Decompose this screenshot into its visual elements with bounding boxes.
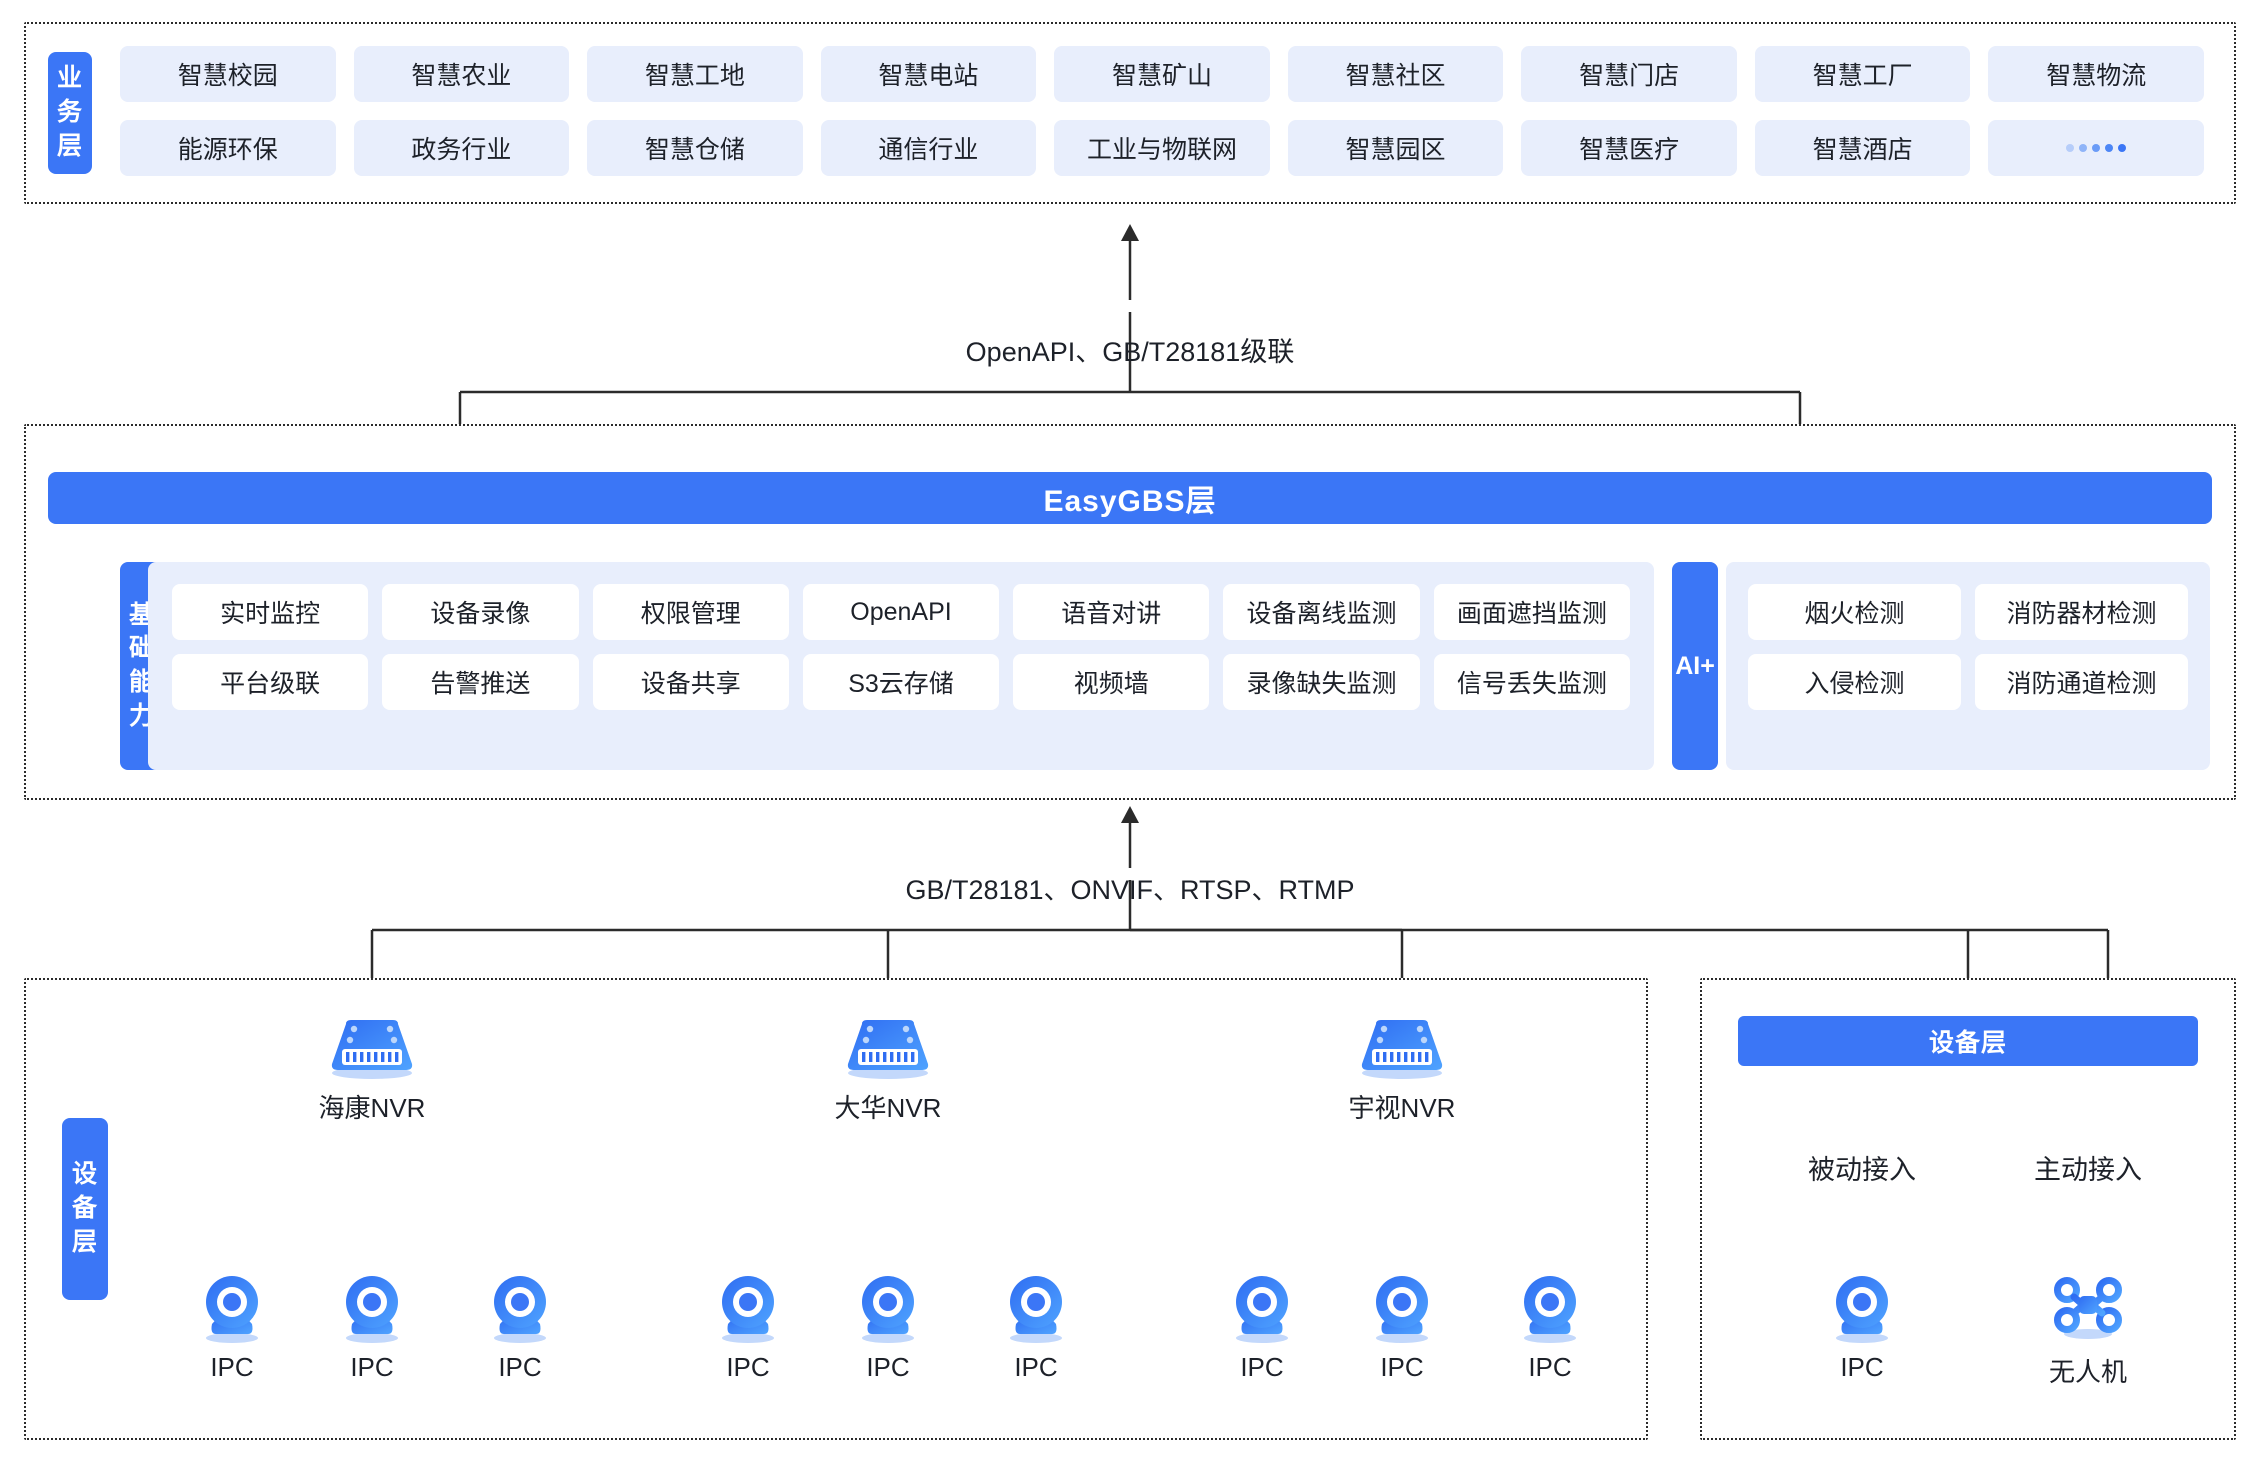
- connector-protocols-label: GB/T28181、ONVIF、RTSP、RTMP: [905, 875, 1355, 905]
- camera-icon: [346, 1276, 398, 1343]
- ipc-label: IPC: [866, 1352, 910, 1382]
- device-tab-char-1: 备: [71, 1194, 98, 1223]
- base-capability-item[interactable]: 画面遮挡监测: [1433, 584, 1630, 640]
- business-item[interactable]: 智慧医疗: [1521, 120, 1737, 176]
- business-item[interactable]: 智慧工厂: [1754, 46, 1971, 102]
- drone-icon: [2054, 1277, 2122, 1339]
- ipc-label: IPC: [726, 1352, 770, 1382]
- base-capability-item[interactable]: 视频墙: [1013, 654, 1210, 710]
- business-item[interactable]: 智慧门店: [1521, 46, 1737, 102]
- active-access-label: 主动接入: [2034, 1155, 2142, 1185]
- device-layer-bar: 设备层: [1738, 1016, 2198, 1066]
- ai-capability-item[interactable]: 入侵检测: [1748, 654, 1961, 710]
- ipc-node[interactable]: IPC: [838, 1272, 938, 1383]
- ipc-label: IPC: [1014, 1352, 1058, 1382]
- ai-plus-tab: AI+: [1672, 562, 1718, 770]
- business-tab-char-2: 层: [56, 131, 83, 160]
- base-capability-item[interactable]: 设备离线监测: [1223, 584, 1420, 640]
- camera-icon: [1836, 1276, 1888, 1343]
- base-capability-grid: 实时监控 设备录像 权限管理 OpenAPI 语音对讲 设备离线监测 画面遮挡监…: [172, 584, 1630, 710]
- ipc-node[interactable]: IPC: [698, 1272, 798, 1383]
- camera-icon: [722, 1276, 774, 1343]
- business-item[interactable]: 智慧农业: [353, 46, 570, 102]
- camera-icon: [862, 1276, 914, 1343]
- nvr-label: 大华NVR: [834, 1093, 942, 1123]
- business-item-more[interactable]: [1988, 120, 2204, 176]
- base-capability-item[interactable]: 录像缺失监测: [1223, 654, 1420, 710]
- nvr-icon: [1361, 1020, 1443, 1079]
- device-tab-char-0: 设: [71, 1160, 98, 1189]
- ipc-node[interactable]: IPC: [322, 1272, 422, 1383]
- ipc-label: IPC: [1528, 1352, 1572, 1382]
- connector-openapi-label: OpenAPI、GB/T28181级联: [965, 337, 1295, 367]
- business-item[interactable]: 智慧矿山: [1054, 46, 1270, 102]
- camera-icon: [1236, 1276, 1288, 1343]
- ellipsis-dots-icon: [2066, 144, 2127, 152]
- base-capability-item[interactable]: 语音对讲: [1013, 584, 1210, 640]
- base-capability-item[interactable]: 设备共享: [592, 654, 789, 710]
- drone-node[interactable]: 无人机: [2038, 1272, 2138, 1389]
- business-item[interactable]: 智慧社区: [1287, 46, 1504, 102]
- camera-icon: [1376, 1276, 1428, 1343]
- base-capability-item[interactable]: 告警推送: [382, 654, 579, 710]
- business-item[interactable]: 工业与物联网: [1054, 120, 1270, 176]
- nvr-label: 宇视NVR: [1348, 1093, 1456, 1123]
- ipc-node[interactable]: IPC: [1500, 1272, 1600, 1383]
- business-tab-char-1: 务: [56, 98, 83, 127]
- business-item-grid: 智慧校园 智慧农业 智慧工地 智慧电站 智慧矿山 智慧社区 智慧门店 智慧工厂 …: [120, 46, 2204, 176]
- nvr-node[interactable]: 宇视NVR: [1322, 1018, 1482, 1125]
- nvr-node[interactable]: 大华NVR: [808, 1018, 968, 1125]
- ipc-label: IPC: [210, 1352, 254, 1382]
- business-layer-tab: 业 务 层: [48, 52, 92, 174]
- nvr-icon: [331, 1020, 413, 1079]
- ipc-node-passive[interactable]: IPC: [1812, 1272, 1912, 1383]
- ai-capability-item[interactable]: 消防通道检测: [1975, 654, 2188, 710]
- ipc-node[interactable]: IPC: [470, 1272, 570, 1383]
- business-item[interactable]: 政务行业: [353, 120, 570, 176]
- business-tab-char-0: 业: [56, 64, 83, 93]
- base-capability-item[interactable]: S3云存储: [802, 654, 1000, 710]
- nvr-label: 海康NVR: [318, 1093, 426, 1123]
- business-item[interactable]: 智慧园区: [1287, 120, 1504, 176]
- ai-capability-panel: 烟火检测 消防器材检测 入侵检测 消防通道检测: [1726, 562, 2210, 770]
- easygbs-title-bar: EasyGBS层: [48, 472, 2212, 524]
- ipc-label: IPC: [1380, 1352, 1424, 1382]
- ipc-label: IPC: [350, 1352, 394, 1382]
- camera-icon: [1524, 1276, 1576, 1343]
- device-layer-tab: 设 备 层: [62, 1118, 108, 1300]
- passive-access-label: 被动接入: [1808, 1155, 1916, 1185]
- business-item[interactable]: 智慧工地: [587, 46, 803, 102]
- ipc-node[interactable]: IPC: [1212, 1272, 1312, 1383]
- business-item[interactable]: 能源环保: [120, 120, 336, 176]
- ipc-node[interactable]: IPC: [1352, 1272, 1452, 1383]
- base-capability-item[interactable]: 权限管理: [592, 584, 789, 640]
- business-item[interactable]: 智慧电站: [820, 46, 1037, 102]
- ai-capability-grid: 烟火检测 消防器材检测 入侵检测 消防通道检测: [1748, 584, 2188, 710]
- base-capability-panel: 实时监控 设备录像 权限管理 OpenAPI 语音对讲 设备离线监测 画面遮挡监…: [148, 562, 1654, 770]
- base-capability-item[interactable]: 信号丢失监测: [1433, 654, 1630, 710]
- ipc-label: IPC: [498, 1352, 542, 1382]
- base-capability-item[interactable]: 平台级联: [172, 654, 369, 710]
- camera-icon: [494, 1276, 546, 1343]
- business-item[interactable]: 通信行业: [820, 120, 1037, 176]
- device-tab-char-2: 层: [71, 1227, 98, 1256]
- ipc-label: IPC: [1240, 1352, 1284, 1382]
- business-item[interactable]: 智慧物流: [1988, 46, 2204, 102]
- business-item[interactable]: 智慧校园: [120, 46, 336, 102]
- camera-icon: [1010, 1276, 1062, 1343]
- ai-capability-item[interactable]: 烟火检测: [1748, 584, 1961, 640]
- base-capability-item[interactable]: 设备录像: [382, 584, 579, 640]
- base-capability-item[interactable]: 实时监控: [172, 584, 369, 640]
- nvr-node[interactable]: 海康NVR: [292, 1018, 452, 1125]
- base-capability-item[interactable]: OpenAPI: [802, 584, 1000, 640]
- ai-capability-item[interactable]: 消防器材检测: [1975, 584, 2188, 640]
- ipc-label: IPC: [1840, 1352, 1884, 1382]
- ipc-node[interactable]: IPC: [182, 1272, 282, 1383]
- camera-icon: [206, 1276, 258, 1343]
- drone-label: 无人机: [2048, 1357, 2127, 1387]
- business-item[interactable]: 智慧仓储: [587, 120, 803, 176]
- business-item[interactable]: 智慧酒店: [1754, 120, 1971, 176]
- nvr-icon: [847, 1020, 929, 1079]
- ipc-node[interactable]: IPC: [986, 1272, 1086, 1383]
